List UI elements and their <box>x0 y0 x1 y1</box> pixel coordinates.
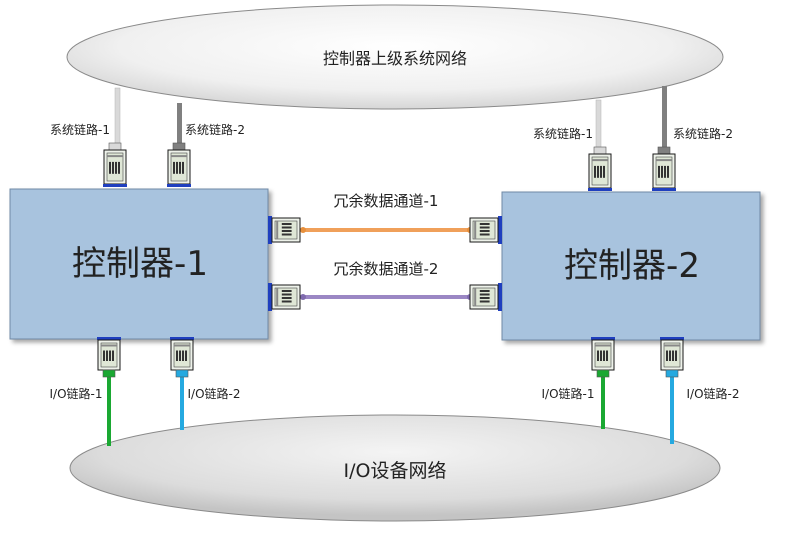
port-mount <box>268 216 272 244</box>
cable-plug <box>102 369 116 378</box>
redundant-channel-2: 冗余数据通道-2 <box>300 260 473 300</box>
upper-network: 控制器上级系统网络 <box>66 4 724 110</box>
system-link-cable <box>662 86 667 150</box>
redundant-channel-port <box>271 217 301 243</box>
controller-2: 控制器-2 <box>501 191 761 341</box>
ports <box>97 142 684 378</box>
io-link-port <box>97 339 121 371</box>
redundant-channel-port <box>469 217 499 243</box>
redundant-channel-1: 冗余数据通道-1 <box>300 192 473 233</box>
system-link-cable <box>177 103 182 146</box>
system-link-cable <box>114 87 121 147</box>
io-link-cable <box>670 376 674 444</box>
io-link-cables <box>107 376 674 446</box>
port-mount <box>498 283 502 311</box>
redundant-channel-1-label: 冗余数据通道-1 <box>334 192 439 210</box>
io-network-label: I/O设备网络 <box>344 460 447 482</box>
cable-plug <box>175 369 189 378</box>
cable-plug <box>596 369 610 378</box>
io-link-port <box>170 339 194 371</box>
system-link-port <box>103 149 127 185</box>
port-mount <box>268 283 272 311</box>
io-link-cable <box>107 376 111 446</box>
system-link-port <box>652 153 676 189</box>
io-network: I/O设备网络 <box>69 414 721 522</box>
system-link-port <box>167 149 191 185</box>
controller-1-label: 控制器-1 <box>72 244 208 284</box>
io-link-cable <box>601 376 605 429</box>
port-mount <box>660 337 684 340</box>
port-mount <box>591 337 615 340</box>
upper-network-label: 控制器上级系统网络 <box>323 49 467 68</box>
system-link-label: 系统链路-1 <box>50 122 110 137</box>
io-link-label: I/O链路-2 <box>687 386 740 401</box>
port-mount <box>652 188 676 191</box>
system-link-port <box>588 153 612 189</box>
io-link-cable <box>180 376 184 430</box>
cable-plug <box>665 369 679 378</box>
redundant-channel-2-label: 冗余数据通道-2 <box>334 260 439 278</box>
io-link-label: I/O链路-1 <box>542 386 595 401</box>
io-link-label: I/O链路-1 <box>50 386 103 401</box>
controller-1: 控制器-1 <box>9 188 269 340</box>
controller-2-label: 控制器-2 <box>564 246 700 286</box>
port-mount <box>167 184 191 187</box>
port-mount <box>103 184 127 187</box>
io-link-port <box>591 339 615 371</box>
redundant-channel-port <box>469 284 499 310</box>
controller-2-box <box>501 191 761 341</box>
controller-1-box <box>9 188 269 340</box>
system-link-cable <box>595 99 602 151</box>
port-mount <box>588 188 612 191</box>
redundant-channel-port <box>271 284 301 310</box>
system-link-label: 系统链路-2 <box>673 126 733 141</box>
system-link-label: 系统链路-1 <box>533 126 593 141</box>
port-mount <box>498 216 502 244</box>
port-mount <box>170 337 194 340</box>
port-mount <box>97 337 121 340</box>
system-link-label: 系统链路-2 <box>185 122 245 137</box>
io-link-port <box>660 339 684 371</box>
io-link-label: I/O链路-2 <box>188 386 241 401</box>
